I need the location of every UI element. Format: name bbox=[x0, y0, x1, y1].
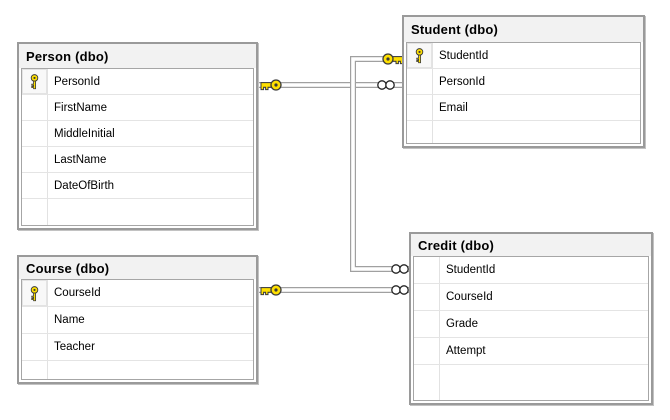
column-icon-cell bbox=[407, 69, 432, 94]
table-title[interactable]: Person (dbo) bbox=[19, 44, 256, 68]
column-icon-cell bbox=[22, 95, 47, 120]
table-grid: PersonId FirstName MiddleInitial LastNam… bbox=[21, 68, 254, 226]
one-side-key-icon bbox=[382, 53, 404, 65]
table-row[interactable]: PersonId bbox=[22, 69, 253, 95]
icon-column-divider bbox=[439, 257, 440, 400]
table-grid: StudentId CourseId Grade Attempt bbox=[413, 256, 649, 401]
column-name: LastName bbox=[54, 153, 107, 166]
column-name: DateOfBirth bbox=[54, 179, 115, 192]
one-side-key-icon bbox=[260, 79, 282, 91]
column-icon-cell bbox=[414, 284, 439, 310]
icon-column-divider bbox=[432, 43, 433, 143]
table-title[interactable]: Course (dbo) bbox=[19, 257, 256, 279]
column-name: FirstName bbox=[54, 101, 108, 114]
table-title[interactable]: Credit (dbo) bbox=[411, 234, 651, 256]
icon-column-divider bbox=[47, 69, 48, 225]
table-title[interactable]: Student (dbo) bbox=[404, 17, 643, 42]
one-side-key-icon bbox=[260, 284, 282, 296]
relationship-student-credit[interactable] bbox=[350, 56, 409, 272]
column-name: Name bbox=[54, 314, 85, 326]
column-name: Email bbox=[439, 101, 468, 114]
primary-key-icon bbox=[22, 69, 47, 94]
many-side-infinity-icon bbox=[391, 264, 409, 274]
empty-row[interactable] bbox=[22, 361, 253, 379]
table-node-course[interactable]: Course (dbo) CourseId Name Teach bbox=[17, 255, 258, 384]
column-icon-cell bbox=[414, 338, 439, 364]
table-grid: StudentId PersonId Email bbox=[406, 42, 641, 144]
table-row[interactable]: LastName bbox=[22, 147, 253, 173]
column-icon-cell bbox=[407, 95, 432, 120]
icon-column-divider bbox=[47, 280, 48, 379]
many-side-infinity-icon bbox=[377, 80, 395, 90]
column-name: Attempt bbox=[446, 345, 486, 357]
column-icon-cell bbox=[22, 173, 47, 198]
column-name: Grade bbox=[446, 318, 478, 330]
column-name: PersonId bbox=[54, 75, 101, 88]
table-row[interactable]: Email bbox=[407, 95, 640, 121]
empty-row[interactable] bbox=[22, 199, 253, 225]
table-row[interactable]: Attempt bbox=[414, 338, 648, 365]
primary-key-icon bbox=[22, 280, 47, 306]
table-row[interactable]: CourseId bbox=[414, 284, 648, 311]
table-node-person[interactable]: Person (dbo) PersonId FirstName bbox=[17, 42, 258, 230]
table-row[interactable]: StudentId bbox=[414, 257, 648, 284]
column-name: CourseId bbox=[446, 291, 493, 303]
column-name: MiddleInitial bbox=[54, 127, 115, 140]
column-icon-cell bbox=[22, 334, 47, 360]
column-icon-cell bbox=[414, 311, 439, 337]
column-icon-cell bbox=[22, 121, 47, 146]
table-row[interactable]: StudentId bbox=[407, 43, 640, 69]
table-row[interactable]: Teacher bbox=[22, 334, 253, 361]
table-row[interactable]: Name bbox=[22, 307, 253, 334]
empty-row[interactable] bbox=[414, 365, 648, 400]
table-row[interactable]: FirstName bbox=[22, 95, 253, 121]
column-name: StudentId bbox=[446, 264, 496, 276]
empty-row[interactable] bbox=[407, 121, 640, 143]
many-side-infinity-icon bbox=[391, 285, 409, 295]
table-grid: CourseId Name Teacher bbox=[21, 279, 254, 380]
connector-track bbox=[350, 56, 409, 272]
connector-track-core bbox=[351, 57, 409, 271]
table-row[interactable]: MiddleInitial bbox=[22, 121, 253, 147]
column-icon-cell bbox=[414, 257, 439, 283]
table-row[interactable]: Grade bbox=[414, 311, 648, 338]
column-name: StudentId bbox=[439, 49, 489, 62]
table-row[interactable]: DateOfBirth bbox=[22, 173, 253, 199]
column-name: CourseId bbox=[54, 287, 101, 299]
column-icon-cell bbox=[22, 147, 47, 172]
table-node-student[interactable]: Student (dbo) StudentId PersonId bbox=[402, 15, 645, 148]
column-name: PersonId bbox=[439, 75, 486, 88]
column-name: Teacher bbox=[54, 341, 95, 353]
table-node-credit[interactable]: Credit (dbo) StudentId CourseId Grade At… bbox=[409, 232, 653, 405]
table-row[interactable]: CourseId bbox=[22, 280, 253, 307]
primary-key-icon bbox=[407, 43, 432, 68]
table-row[interactable]: PersonId bbox=[407, 69, 640, 95]
column-icon-cell bbox=[22, 307, 47, 333]
